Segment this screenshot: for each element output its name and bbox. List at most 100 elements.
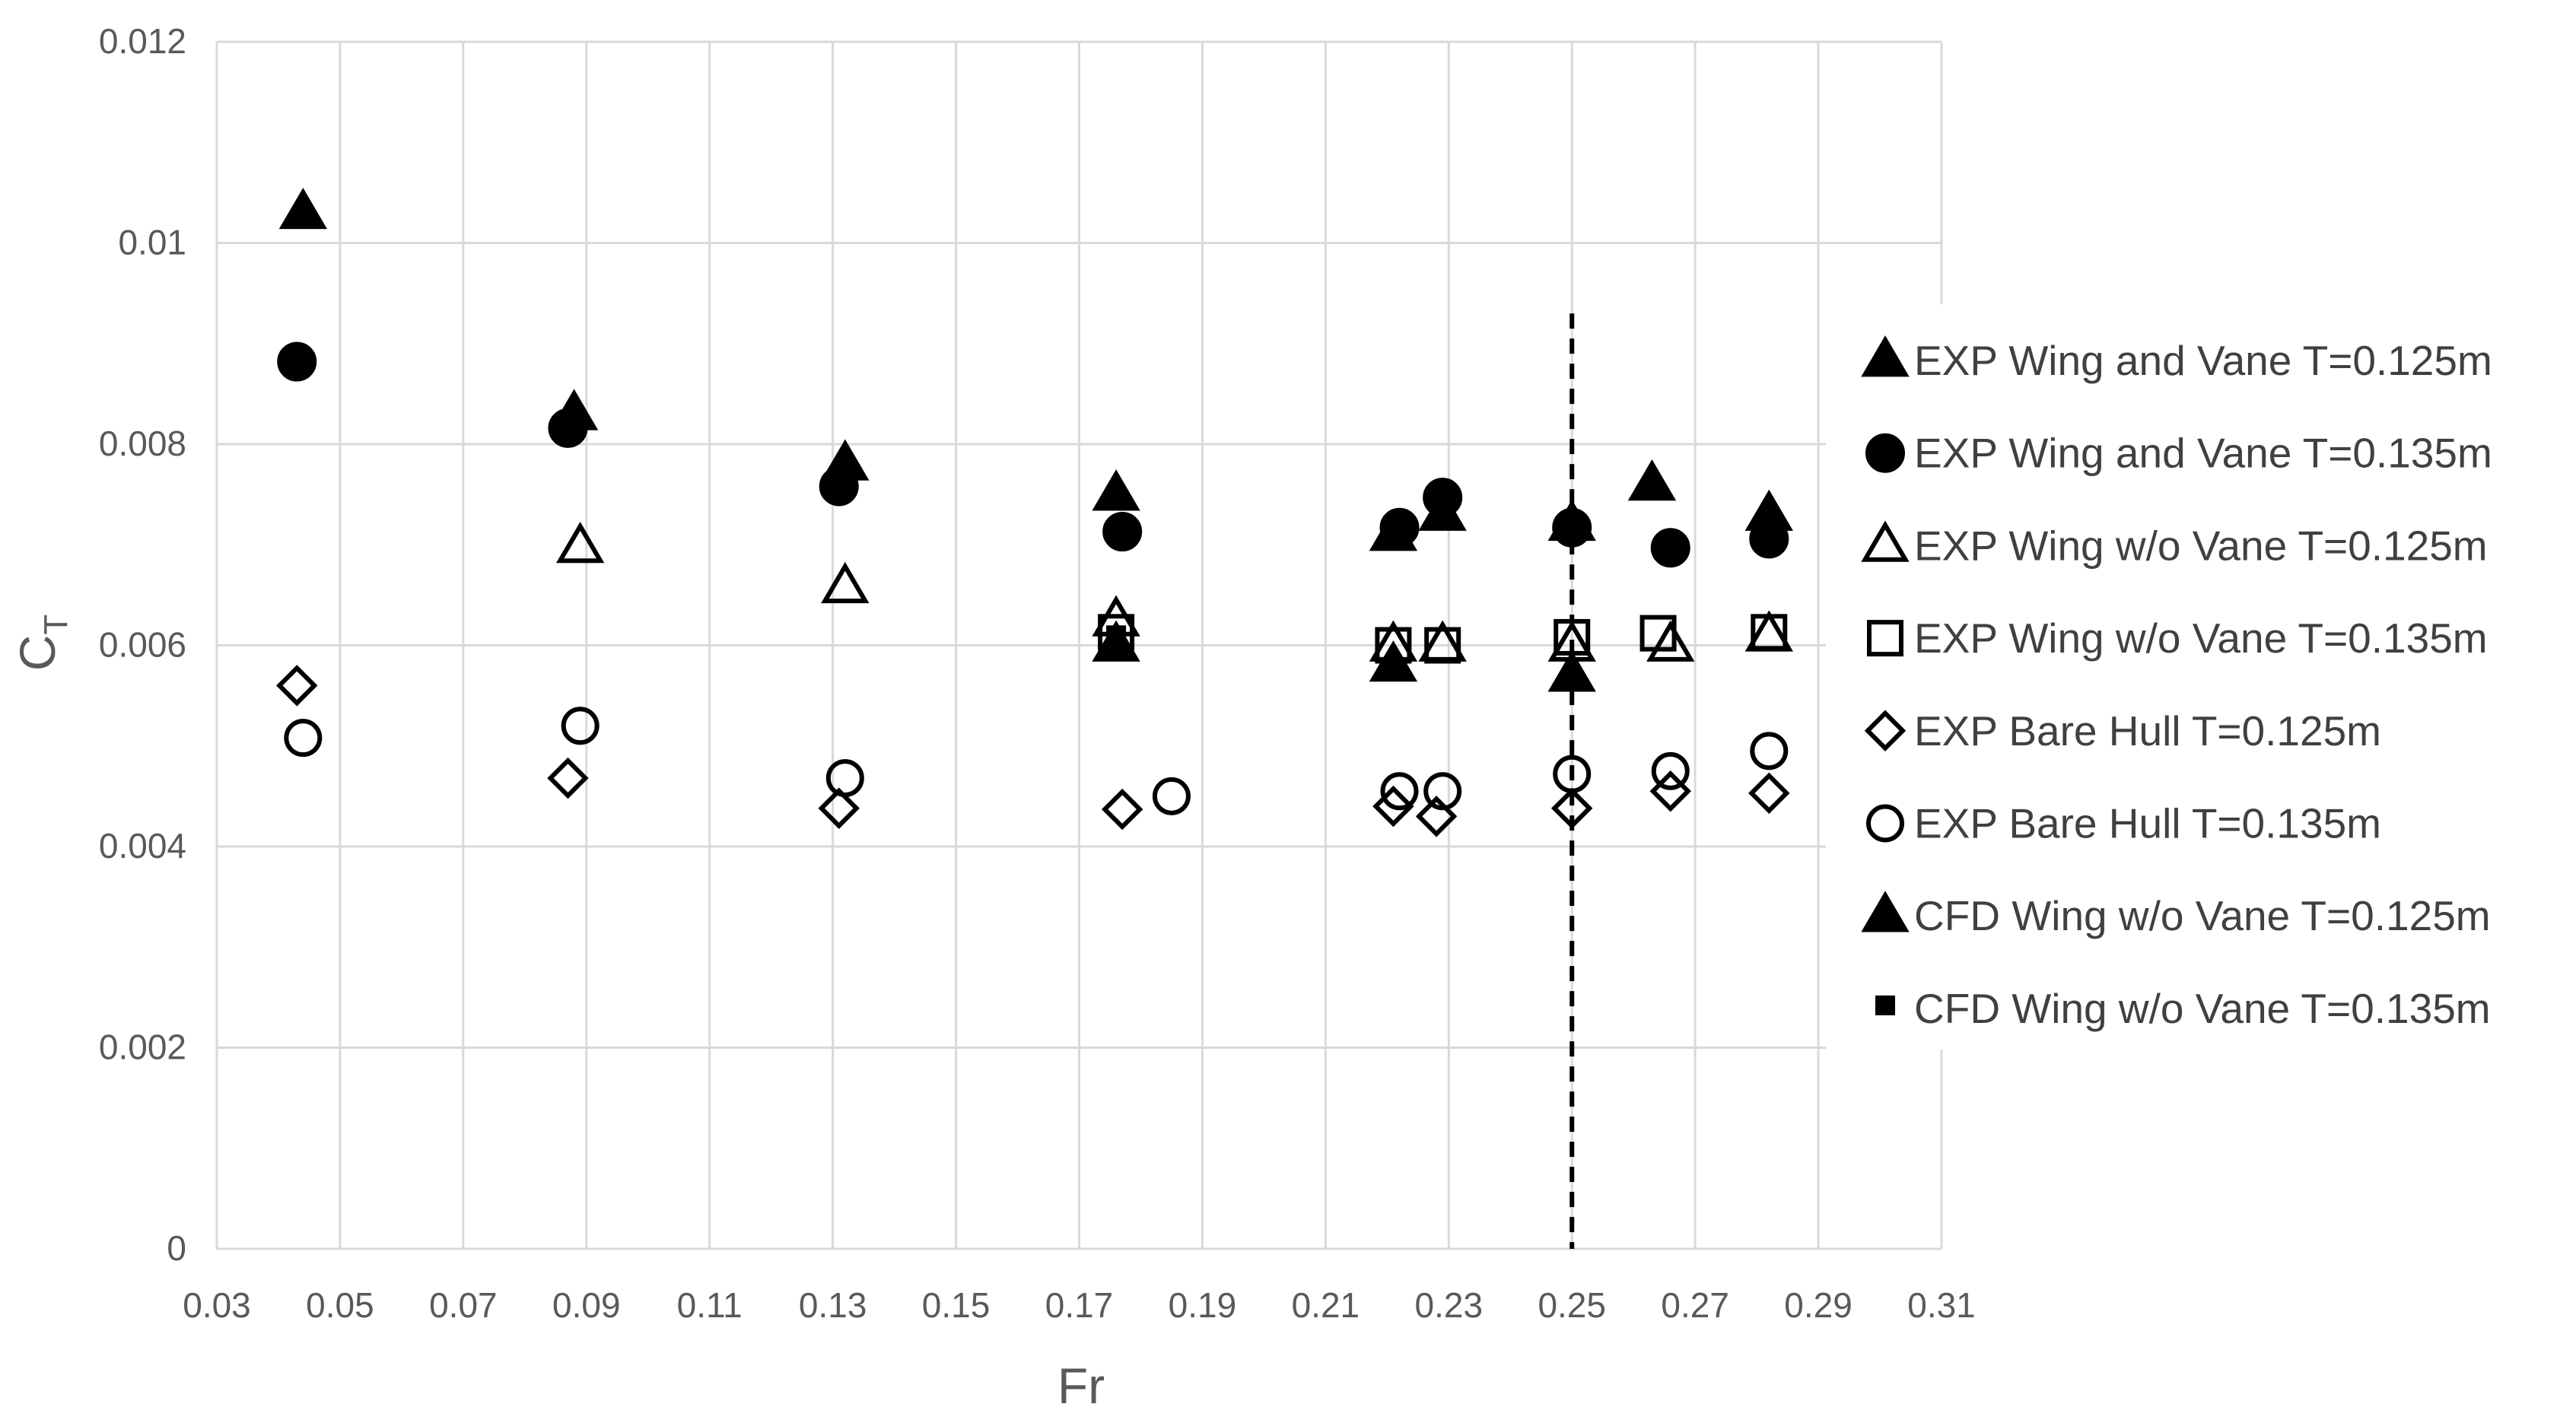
data-point (1639, 615, 1677, 652)
x-tick-label: 0.03 (183, 1285, 251, 1325)
y-tick-label: 0.002 (99, 1028, 186, 1067)
series-1 (278, 187, 1793, 551)
data-point (278, 187, 328, 230)
y-tick-label: 0 (167, 1228, 186, 1268)
data-point (1748, 772, 1790, 815)
legend-label: EXP Wing and Vane T=0.135m (1914, 430, 2492, 477)
y-tick-label: 0.008 (99, 424, 186, 463)
x-tick-label: 0.27 (1661, 1285, 1729, 1325)
data-point (1550, 787, 1593, 829)
data-point (556, 521, 605, 564)
data-point (547, 757, 589, 799)
data-point (1750, 732, 1789, 770)
x-tick-label: 0.15 (922, 1285, 991, 1325)
data-point (1751, 614, 1788, 651)
data-point (1106, 625, 1127, 646)
data-point (561, 707, 599, 745)
data-point (819, 466, 859, 507)
series-7 (1092, 620, 1596, 692)
data-point (1651, 751, 1690, 790)
x-tick-label: 0.11 (677, 1285, 743, 1325)
x-tick-label: 0.23 (1415, 1285, 1484, 1325)
series-8 (1106, 625, 1127, 646)
x-tick-label: 0.13 (799, 1285, 867, 1325)
legend-item: EXP Wing w/o Vane T=0.125m (1861, 520, 2488, 569)
data-point (548, 408, 588, 448)
x-tick-label: 0.25 (1538, 1285, 1606, 1325)
y-tick-labels: 0 0.002 0.004 0.006 0.008 0.01 0.012 (99, 21, 186, 1268)
data-point (1101, 788, 1143, 831)
data-point (1423, 478, 1463, 518)
data-point (1552, 507, 1592, 548)
data-point (276, 665, 318, 707)
x-tick-label: 0.05 (306, 1285, 374, 1325)
data-point (1650, 528, 1690, 568)
legend-label: EXP Bare Hull T=0.135m (1914, 800, 2381, 847)
data-point (1102, 512, 1143, 552)
x-tick-labels: 0.03 0.05 0.07 0.09 0.11 0.13 0.15 0.17 0.19 0.21… (183, 1285, 1976, 1325)
data-point (825, 759, 864, 798)
y-tick-label: 0.004 (99, 826, 186, 866)
legend-marker (1866, 804, 1904, 843)
legend-label: CFD Wing w/o Vane T=0.125m (1914, 892, 2491, 939)
legend-label: EXP Bare Hull T=0.125m (1914, 707, 2381, 754)
legend-label: EXP Wing w/o Vane T=0.135m (1914, 615, 2488, 662)
legend-item: EXP Wing w/o Vane T=0.135m (1867, 615, 2488, 662)
legend-item: CFD Wing w/o Vane T=0.135m (1875, 985, 2491, 1032)
data-point (284, 719, 323, 758)
data-point (1092, 469, 1140, 511)
legend-marker (1865, 433, 1905, 473)
series-2 (277, 341, 1789, 568)
x-tick-label: 0.09 (552, 1285, 621, 1325)
legend-item: CFD Wing w/o Vane T=0.125m (1861, 891, 2491, 939)
legend-marker (1861, 891, 1910, 932)
legend-item: EXP Bare Hull T=0.125m (1864, 707, 2381, 754)
data-point (277, 341, 317, 382)
data-point (1553, 754, 1592, 793)
y-tick-label: 0.01 (118, 223, 186, 262)
data-points (276, 187, 1793, 837)
legend-marker (1864, 710, 1907, 752)
data-point (821, 561, 870, 604)
data-point (1749, 519, 1789, 559)
x-tick-label: 0.19 (1169, 1285, 1237, 1325)
y-axis-title-main: C (9, 635, 65, 672)
legend-item: EXP Bare Hull T=0.135m (1866, 800, 2381, 847)
data-point (1627, 459, 1677, 501)
x-tick-label: 0.07 (429, 1285, 498, 1325)
data-point (818, 787, 860, 829)
y-tick-label: 0.006 (99, 625, 186, 665)
data-point (1372, 785, 1414, 827)
y-axis-title: CT (9, 615, 75, 672)
y-tick-label: 0.012 (99, 21, 186, 61)
data-point (1423, 772, 1462, 811)
legend-item: EXP Wing and Vane T=0.125m (1861, 335, 2492, 384)
legend-background (1826, 304, 2576, 1050)
data-point (1424, 627, 1461, 664)
data-point (1415, 796, 1458, 837)
data-point (1646, 620, 1695, 662)
data-point (1380, 772, 1419, 811)
legend-marker (1861, 520, 1910, 562)
data-point (1547, 650, 1596, 692)
data-point (1369, 640, 1418, 682)
data-point (1379, 507, 1420, 548)
x-tick-label: 0.17 (1045, 1285, 1114, 1325)
x-axis-title: Fr (1057, 1358, 1105, 1414)
legend-label: EXP Wing w/o Vane T=0.125m (1914, 522, 2488, 569)
legend-label: CFD Wing w/o Vane T=0.135m (1914, 985, 2491, 1032)
x-tick-label: 0.29 (1784, 1285, 1852, 1325)
x-tick-label: 0.21 (1292, 1285, 1360, 1325)
data-point (1152, 777, 1191, 815)
x-tick-label: 0.31 (1907, 1285, 1976, 1325)
legend-marker (1861, 335, 1910, 377)
y-axis-title-subscript: T (37, 615, 75, 635)
legend-item: EXP Wing and Vane T=0.135m (1865, 430, 2492, 477)
legend-marker (1867, 620, 1903, 657)
series-3 (556, 521, 1793, 662)
series-5 (276, 665, 1790, 837)
svg-text:CT: CT (9, 615, 75, 672)
legend-marker (1875, 995, 1895, 1015)
